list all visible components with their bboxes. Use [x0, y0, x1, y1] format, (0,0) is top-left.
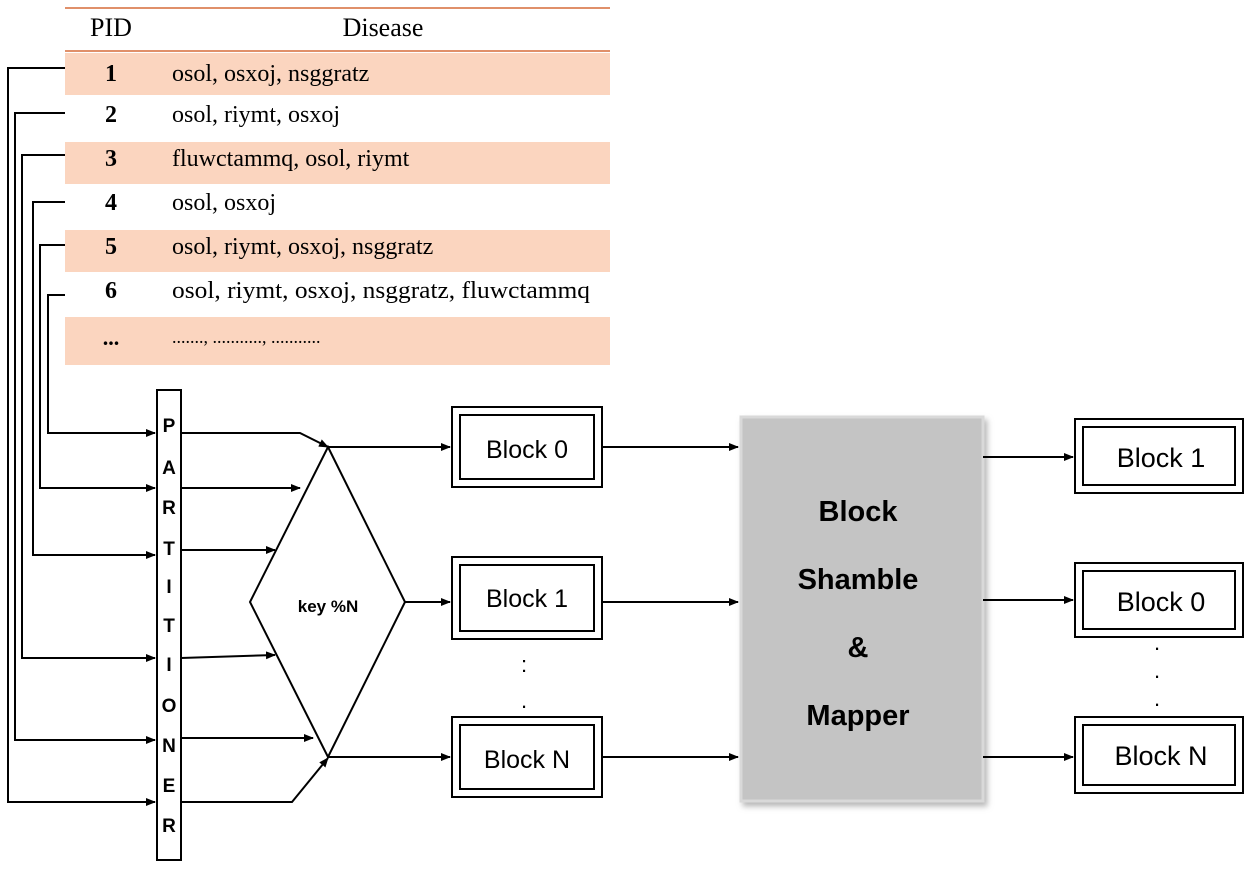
table-row: 3 fluwctammq, osol, riymt — [65, 142, 610, 184]
line-p1 — [181, 432, 329, 448]
row-disease: fluwctammq, osol, riymt — [172, 146, 410, 172]
row-shade — [65, 53, 610, 95]
row-shade — [65, 317, 610, 365]
line-p4 — [180, 651, 276, 660]
table-row: 6 osol, riymt, osxoj, nsggratz, fluwctam… — [105, 278, 590, 304]
connector-row-5 — [39, 244, 156, 492]
partitioner-letter: A — [162, 458, 176, 479]
table-row: 1 osol, osxoj, nsggratz — [65, 53, 610, 95]
partitioner-letter: O — [162, 696, 177, 717]
partitioner-letter: E — [163, 776, 176, 797]
row-pid: ... — [103, 325, 120, 350]
block-inner — [1082, 570, 1236, 630]
block-label: Block 1 — [1117, 443, 1206, 473]
row-pid: 1 — [105, 61, 117, 87]
table-rows: 1 osol, osxoj, nsggratz 2 osol, riymt, o… — [65, 53, 610, 365]
row-pid: 4 — [105, 190, 117, 216]
row-shade — [65, 230, 610, 272]
block-inner — [1082, 426, 1236, 486]
line-p6 — [181, 757, 329, 803]
table-row: ... ......., ..........., ........... — [65, 317, 610, 365]
pid-disease-table: PID Disease 1 osol, osxoj, nsggratz 2 os… — [65, 7, 610, 365]
output-block-1: Block 1 — [1074, 418, 1244, 494]
connector-row-6 — [47, 294, 156, 437]
row-disease: ......., ..........., ........... — [172, 327, 321, 347]
mapper-box — [739, 415, 985, 803]
output-ellipsis-dot: . — [1154, 686, 1160, 711]
table-row: 2 osol, riymt, osxoj — [105, 102, 340, 128]
connector-row-2 — [14, 112, 156, 744]
input-block-n: Block N — [451, 716, 603, 798]
row-shade — [65, 142, 610, 184]
block-label: Block 0 — [486, 436, 568, 464]
connector-row-3 — [21, 154, 156, 662]
mapper-to-output-lines — [983, 453, 1074, 761]
row-disease: osol, riymt, osxoj — [172, 102, 340, 128]
partitioner-letter: R — [162, 498, 176, 519]
input-ellipsis-dot: . — [521, 688, 527, 713]
connector-row-4 — [32, 201, 156, 559]
input-block-0: Block 0 — [451, 406, 603, 488]
mapper-line-2: Shamble — [798, 564, 919, 596]
partitioner-letter: I — [166, 655, 171, 676]
block-label: Block 1 — [486, 585, 568, 613]
block-shamble-mapper: Block Shamble & Mapper — [739, 415, 985, 803]
partitioner-letter: P — [163, 416, 176, 437]
mapper-line-1: Block — [819, 496, 899, 528]
hash-label: key %N — [298, 597, 358, 616]
row-disease: osol, osxoj, nsggratz — [172, 61, 369, 87]
partitioner-letter: T — [163, 616, 175, 637]
partitioner: P A R T I T I O N E R — [156, 389, 182, 861]
row-pid: 3 — [105, 146, 117, 172]
header-disease: Disease — [343, 13, 424, 42]
output-block-n: Block N — [1074, 716, 1244, 794]
output-ellipsis-dot: . — [1154, 630, 1160, 655]
connector-row-1 — [7, 67, 156, 806]
partitioner-to-hash-lines — [180, 432, 329, 803]
output-blocks: Block 1 Block 0 Block N . . . — [1074, 418, 1244, 794]
hash-function: key %N — [248, 444, 407, 760]
input-block-1: Block 1 — [451, 556, 603, 640]
output-block-0: Block 0 — [1074, 562, 1244, 638]
row-connectors — [7, 67, 156, 806]
table-row: 5 osol, riymt, osxoj, nsggratz — [65, 230, 610, 272]
input-blocks: Block 0 Block 1 Block N : . — [451, 406, 603, 798]
block-inner — [1082, 724, 1236, 786]
partitioner-letter: N — [162, 736, 176, 757]
block-label: Block N — [1114, 741, 1207, 771]
block-label: Block N — [484, 746, 570, 774]
mapper-line-4: Mapper — [806, 700, 909, 732]
output-ellipsis-dot: . — [1154, 658, 1160, 683]
block-inner — [459, 414, 595, 480]
mapper-line-3: & — [848, 632, 869, 664]
block-label: Block 0 — [1117, 587, 1206, 617]
row-disease: osol, osxoj — [172, 190, 276, 216]
row-disease: osol, riymt, osxoj, nsggratz, fluwctammq — [172, 278, 590, 304]
table-row: 4 osol, osxoj — [105, 190, 276, 216]
row-pid: 2 — [105, 102, 117, 128]
partitioner-letter: T — [163, 539, 175, 560]
partitioner-bar — [156, 389, 182, 861]
input-ellipsis: : — [521, 652, 527, 677]
header-pid: PID — [90, 13, 132, 42]
row-pid: 5 — [105, 234, 117, 260]
row-disease: osol, riymt, osxoj, nsggratz — [172, 234, 433, 260]
hash-to-block-lines — [328, 443, 451, 761]
block-inner — [459, 564, 595, 632]
block-to-mapper-lines — [602, 443, 739, 761]
partitioner-letter: R — [162, 816, 176, 837]
block-inner — [459, 724, 595, 790]
row-pid: 6 — [105, 278, 117, 304]
partitioner-letter: I — [166, 577, 171, 598]
